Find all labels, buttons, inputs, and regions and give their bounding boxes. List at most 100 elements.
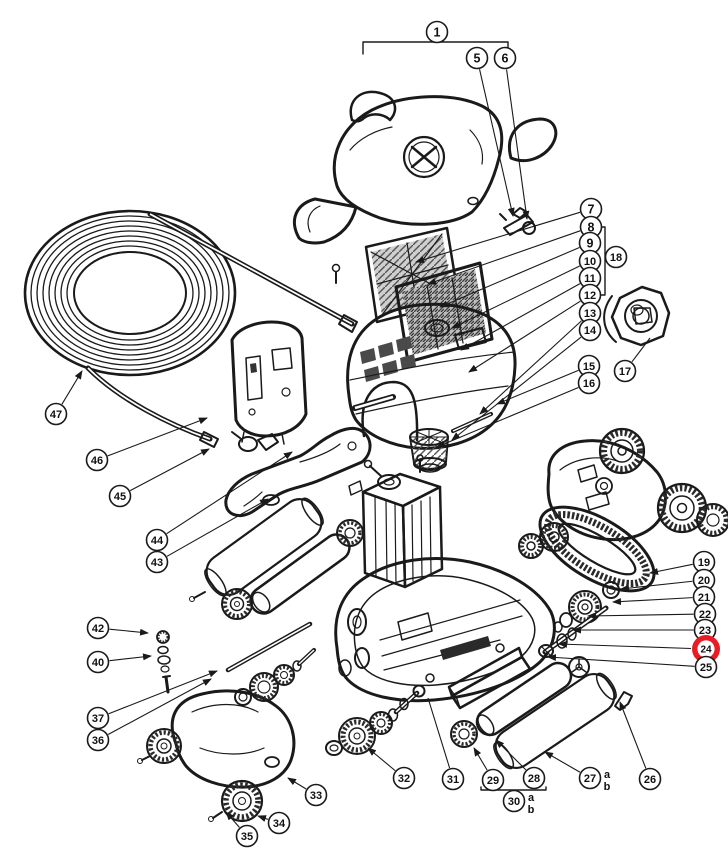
impeller bbox=[409, 428, 449, 473]
callout-21[interactable]: 21 bbox=[692, 585, 716, 609]
callout-20[interactable]: 20 bbox=[692, 568, 716, 592]
callout-47[interactable]: 47 bbox=[44, 402, 68, 426]
callout-26[interactable]: 26 bbox=[638, 767, 662, 791]
callout-number: 35 bbox=[241, 831, 253, 843]
gear-cluster-axle bbox=[325, 684, 426, 756]
callout-number: 42 bbox=[92, 623, 104, 635]
callout-number: 13 bbox=[584, 308, 596, 320]
leader-line-9 bbox=[439, 247, 580, 308]
bracket-callout-18 bbox=[600, 226, 606, 296]
callout-number: 31 bbox=[447, 774, 459, 786]
leader-line-42 bbox=[109, 628, 149, 636]
callout-32[interactable]: 32 bbox=[392, 766, 416, 790]
callout-circle bbox=[145, 550, 169, 574]
callout-14[interactable]: 14 bbox=[578, 318, 602, 342]
leader-line-6 bbox=[506, 69, 530, 220]
callout-45[interactable]: 45 bbox=[108, 484, 132, 508]
callout-number: 10 bbox=[584, 256, 596, 268]
callout-33[interactable]: 33 bbox=[304, 783, 328, 807]
callout-5[interactable]: 5 bbox=[465, 46, 489, 70]
callout-circle bbox=[267, 811, 291, 835]
callout-29[interactable]: 29 bbox=[481, 768, 505, 792]
leader-line-47 bbox=[61, 370, 83, 405]
callout-number: 47 bbox=[50, 409, 62, 421]
leader-line-25 bbox=[547, 654, 695, 667]
callout-16[interactable]: 16 bbox=[577, 371, 601, 395]
callout-17[interactable]: 17 bbox=[613, 359, 637, 383]
filter-screens bbox=[364, 226, 494, 364]
leader-line-36 bbox=[107, 678, 212, 736]
leader-line-46 bbox=[107, 417, 208, 457]
callout-number: 46 bbox=[91, 455, 103, 467]
callout-number: 25 bbox=[700, 662, 712, 674]
callout-number: 45 bbox=[114, 491, 126, 503]
callout-sub-label-b: b bbox=[604, 781, 611, 793]
callout-22[interactable]: 22 bbox=[693, 602, 717, 626]
callout-number: 21 bbox=[698, 592, 710, 604]
callout-34[interactable]: 34 bbox=[267, 811, 291, 835]
callout-number: 5 bbox=[474, 52, 481, 66]
power-supply-unit bbox=[230, 320, 308, 452]
callout-30[interactable]: 30 ab bbox=[502, 789, 535, 816]
callout-number: 11 bbox=[584, 273, 596, 285]
callout-number: 33 bbox=[310, 790, 322, 802]
callout-circle bbox=[465, 46, 489, 70]
callout-number: 8 bbox=[588, 221, 595, 235]
callout-35[interactable]: 35 bbox=[235, 824, 259, 848]
screw-small-top bbox=[331, 263, 341, 284]
callout-25[interactable]: 25 bbox=[694, 655, 718, 679]
leader-line-13 bbox=[479, 320, 582, 415]
callout-number: 30 bbox=[508, 796, 520, 808]
inlet-pin bbox=[352, 394, 396, 411]
callout-43[interactable]: 43 bbox=[145, 550, 169, 574]
pump-body bbox=[346, 302, 517, 450]
leader-line-8 bbox=[427, 230, 581, 285]
callout-circle bbox=[392, 766, 416, 790]
callout-44[interactable]: 44 bbox=[145, 528, 169, 552]
callout-number: 23 bbox=[699, 625, 711, 637]
leader-line-35 bbox=[225, 811, 240, 828]
callout-1[interactable]: 1 bbox=[425, 20, 449, 44]
leader-line-37 bbox=[108, 670, 218, 715]
callout-number: 20 bbox=[698, 575, 710, 587]
callout-circle bbox=[522, 766, 546, 790]
callout-28[interactable]: 28 bbox=[522, 766, 546, 790]
callout-circle bbox=[502, 789, 526, 813]
callout-18[interactable]: 18 bbox=[604, 245, 628, 269]
callout-number: 34 bbox=[273, 818, 286, 830]
leader-line-19 bbox=[649, 563, 693, 575]
callout-circle bbox=[638, 767, 662, 791]
callout-circle bbox=[85, 448, 109, 472]
right-side-plate bbox=[546, 439, 667, 542]
callout-7[interactable]: 7 bbox=[579, 197, 603, 221]
callout-circle bbox=[145, 528, 169, 552]
callout-46[interactable]: 46 bbox=[85, 448, 109, 472]
callout-37[interactable]: 37 bbox=[86, 706, 110, 730]
callout-31[interactable]: 31 bbox=[441, 767, 465, 791]
leader-line-17 bbox=[631, 337, 651, 363]
callout-40[interactable]: 40 bbox=[86, 650, 110, 674]
callout-circle bbox=[235, 824, 259, 848]
callout-sub-label-b: b bbox=[528, 804, 535, 816]
callout-number: 12 bbox=[584, 290, 596, 302]
callout-sub-label-a: a bbox=[528, 792, 535, 804]
leader-line-32 bbox=[367, 747, 396, 772]
leader-line-29 bbox=[473, 747, 488, 771]
callout-24[interactable]: 24 bbox=[692, 635, 720, 663]
callout-23[interactable]: 23 bbox=[693, 618, 717, 642]
callout-6[interactable]: 6 bbox=[493, 46, 517, 70]
callout-circle bbox=[578, 318, 602, 342]
callout-number: 19 bbox=[698, 557, 710, 569]
cord-connector bbox=[603, 285, 671, 347]
handle-arm bbox=[224, 426, 372, 517]
callout-circle bbox=[425, 20, 449, 44]
callout-circle bbox=[697, 640, 715, 658]
callout-42[interactable]: 42 bbox=[86, 616, 110, 640]
axle-rod bbox=[225, 621, 313, 673]
left-brush-assembly bbox=[189, 494, 364, 620]
callout-number: 37 bbox=[92, 713, 104, 725]
callout-36[interactable]: 36 bbox=[86, 728, 110, 752]
